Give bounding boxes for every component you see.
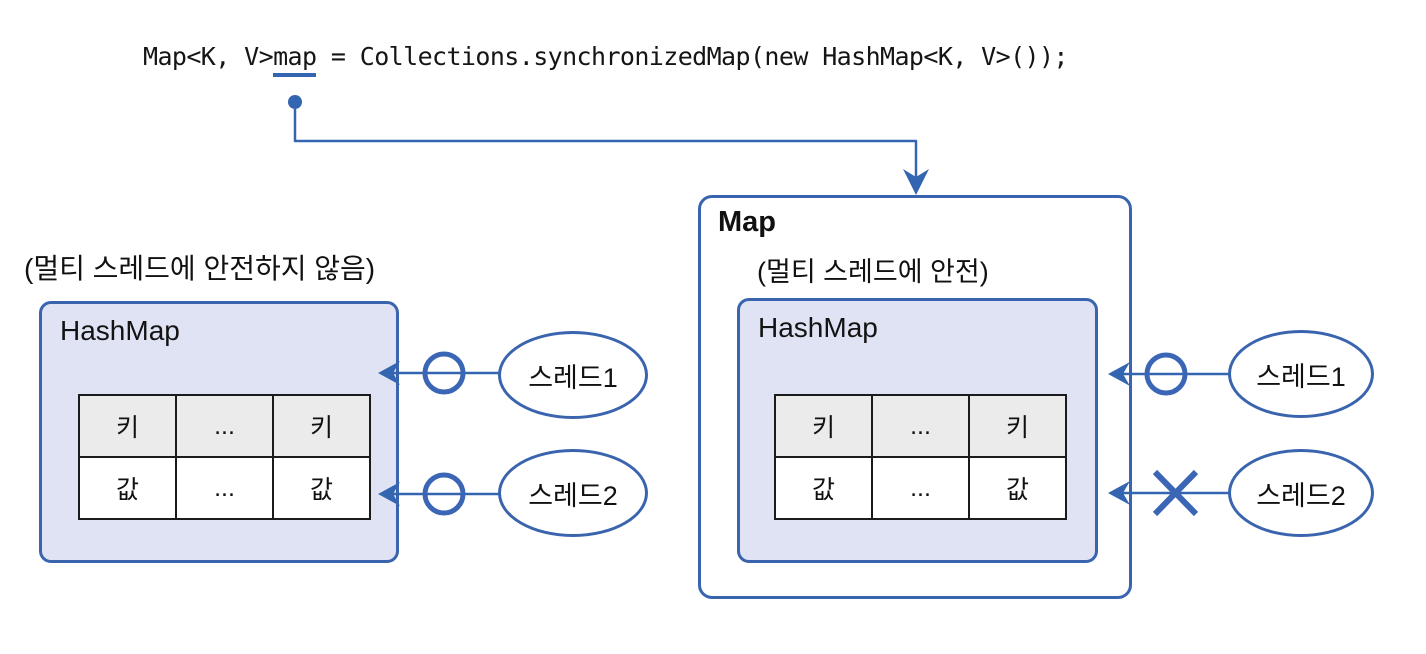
right-thread2-label: 스레드2 bbox=[1256, 480, 1346, 511]
right-thread1-label: 스레드1 bbox=[1256, 361, 1346, 392]
code-variable-map: map bbox=[273, 42, 317, 77]
right-hashmap-title: HashMap bbox=[758, 312, 878, 343]
blocked-x-icon bbox=[1152, 469, 1199, 517]
key-cell: 키 bbox=[968, 394, 1067, 458]
table-row-keys: 키 ... 키 bbox=[78, 394, 371, 458]
down-arrowhead-icon bbox=[903, 169, 929, 195]
key-cell: 키 bbox=[78, 394, 177, 458]
flow-connector-line bbox=[293, 109, 918, 182]
value-cell: 값 bbox=[272, 456, 371, 520]
right-caption: (멀티 스레드에 안전) bbox=[757, 257, 989, 287]
allowed-circle-icon bbox=[1144, 352, 1188, 396]
left-thread1-label: 스레드1 bbox=[528, 362, 618, 393]
value-cell: 값 bbox=[968, 456, 1067, 520]
right-map-title: Map bbox=[718, 206, 776, 238]
key-cell: 키 bbox=[272, 394, 371, 458]
table-row-values: 값 ... 값 bbox=[78, 456, 371, 520]
table-row-keys: 키 ... 키 bbox=[774, 394, 1067, 458]
code-after: = Collections.synchronizedMap(new HashMa… bbox=[316, 42, 1069, 71]
table-row-values: 값 ... 값 bbox=[774, 456, 1067, 520]
allowed-circle-icon bbox=[422, 472, 466, 516]
ellipsis-cell: ... bbox=[175, 456, 274, 520]
value-cell: 값 bbox=[78, 456, 177, 520]
map-anchor-dot bbox=[288, 95, 302, 109]
key-cell: 키 bbox=[774, 394, 873, 458]
right-thread1-ellipse: 스레드1 bbox=[1228, 330, 1374, 418]
right-hashmap-table: 키 ... 키 값 ... 값 bbox=[774, 394, 1067, 520]
allowed-circle-icon bbox=[422, 351, 466, 395]
left-thread2-label: 스레드2 bbox=[528, 480, 618, 511]
ellipsis-cell: ... bbox=[175, 394, 274, 458]
code-before: Map<K, V> bbox=[143, 42, 274, 71]
right-thread2-ellipse: 스레드2 bbox=[1228, 449, 1374, 537]
left-hashmap-title: HashMap bbox=[60, 315, 180, 346]
code-line: Map<K, V>map = Collections.synchronizedM… bbox=[143, 42, 1069, 77]
left-thread2-ellipse: 스레드2 bbox=[498, 449, 648, 537]
ellipsis-cell: ... bbox=[871, 394, 970, 458]
left-hashmap-table: 키 ... 키 값 ... 값 bbox=[78, 394, 371, 520]
left-caption: (멀티 스레드에 안전하지 않음) bbox=[24, 253, 376, 284]
left-thread1-ellipse: 스레드1 bbox=[498, 331, 648, 419]
value-cell: 값 bbox=[774, 456, 873, 520]
ellipsis-cell: ... bbox=[871, 456, 970, 520]
